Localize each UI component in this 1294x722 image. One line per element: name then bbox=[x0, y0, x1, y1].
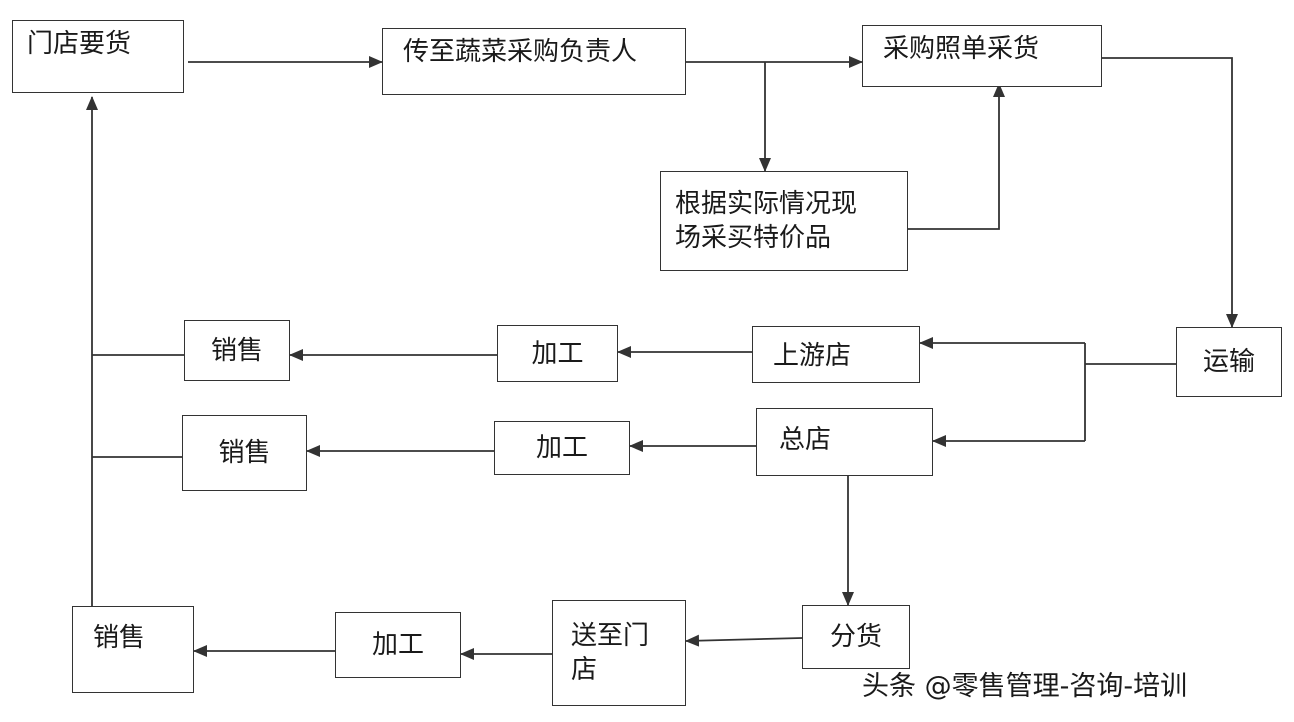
node-send-to-store-line2: 店 bbox=[571, 655, 598, 685]
node-buy-specials-line1: 根据实际情况现 bbox=[675, 189, 858, 219]
node-buy-specials-line2: 场采买特价品 bbox=[675, 223, 832, 253]
node-sales-3: 销售 bbox=[72, 606, 194, 693]
node-sales-1: 销售 bbox=[184, 320, 290, 381]
node-process-2: 加工 bbox=[494, 421, 630, 475]
node-sales-2: 销售 bbox=[182, 415, 307, 491]
node-head-store: 总店 bbox=[756, 408, 933, 476]
watermark-text: 头条 @零售管理-咨询-培训 bbox=[862, 671, 1188, 702]
edge-purchase-to-transport bbox=[1102, 57, 1238, 328]
node-send-to-buyer: 传至蔬菜采购负责人 bbox=[382, 28, 686, 95]
edge-distribute-to-send bbox=[685, 634, 803, 647]
node-purchase-by-list: 采购照单采货 bbox=[862, 25, 1102, 87]
node-distribute: 分货 bbox=[802, 605, 910, 669]
node-buy-specials: 根据实际情况现 场采买特价品 bbox=[660, 171, 908, 271]
node-send-to-store-line1: 送至门 bbox=[571, 621, 650, 651]
node-store-order: 门店要货 bbox=[12, 20, 184, 93]
node-transport: 运输 bbox=[1176, 327, 1282, 397]
edge-specials-to-purchase bbox=[908, 83, 1005, 230]
node-send-to-store: 送至门 店 bbox=[552, 600, 686, 706]
node-process-1: 加工 bbox=[497, 325, 618, 382]
node-process-3: 加工 bbox=[335, 612, 461, 678]
node-upstream-store: 上游店 bbox=[752, 326, 920, 383]
